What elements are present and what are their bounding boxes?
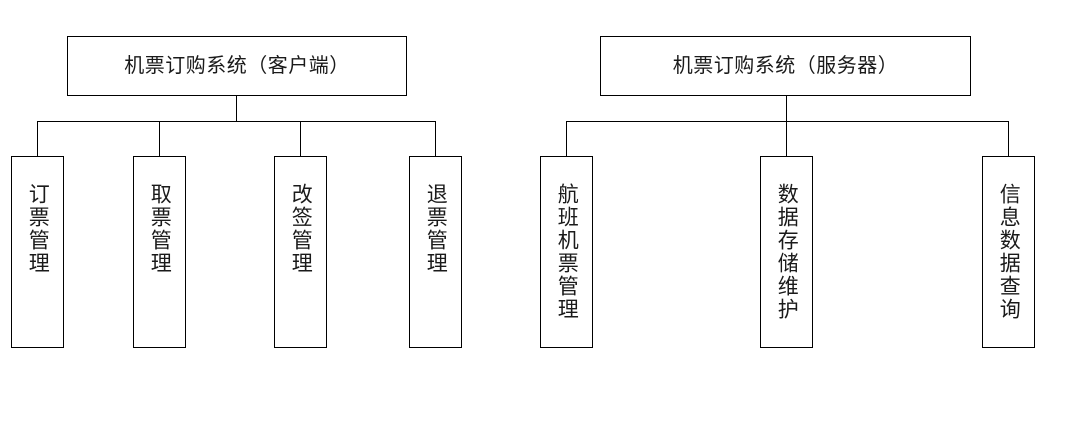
node-client-child-ding-piao-guan-li[interactable]: 订票管理 xyxy=(11,156,64,348)
node-server-child-xin-xi-shu-ju-cha-xun[interactable]: 信息数据查询 xyxy=(982,156,1035,348)
node-server-child-hang-ban-ji-piao-guan-li[interactable]: 航班机票管理 xyxy=(540,156,593,348)
node-client-child-1-label: 订票管理 xyxy=(26,183,50,275)
node-client-child-tui-piao-guan-li[interactable]: 退票管理 xyxy=(409,156,462,348)
node-client-child-3-label: 改签管理 xyxy=(289,183,313,275)
node-client-child-qu-piao-guan-li[interactable]: 取票管理 xyxy=(133,156,186,348)
connector-server-drop-3 xyxy=(1008,121,1010,157)
node-server-root-label: 机票订购系统（服务器） xyxy=(672,54,899,77)
connector-server-root-stem xyxy=(786,96,788,122)
node-server-root[interactable]: 机票订购系统（服务器） xyxy=(600,36,971,96)
node-server-child-1-label: 航班机票管理 xyxy=(555,183,579,321)
node-server-child-2-label: 数据存储维护 xyxy=(775,183,799,321)
node-client-root[interactable]: 机票订购系统（客户端） xyxy=(67,36,407,96)
node-server-child-3-label: 信息数据查询 xyxy=(997,183,1021,321)
connector-client-drop-2 xyxy=(159,121,161,157)
connector-client-drop-1 xyxy=(37,121,39,157)
node-client-child-4-label: 退票管理 xyxy=(424,183,448,275)
connector-client-drop-4 xyxy=(435,121,437,157)
node-client-child-2-label: 取票管理 xyxy=(148,183,172,275)
connector-client-bus xyxy=(37,121,435,123)
node-client-root-label: 机票订购系统（客户端） xyxy=(124,54,350,77)
connector-client-root-stem xyxy=(236,96,238,122)
node-server-child-shu-ju-cun-chu-wei-hu[interactable]: 数据存储维护 xyxy=(760,156,813,348)
connector-server-bus xyxy=(566,121,1009,123)
node-client-child-gai-qian-guan-li[interactable]: 改签管理 xyxy=(274,156,327,348)
connector-client-drop-3 xyxy=(300,121,302,157)
connector-server-drop-2 xyxy=(786,121,788,157)
connector-server-drop-1 xyxy=(566,121,568,157)
